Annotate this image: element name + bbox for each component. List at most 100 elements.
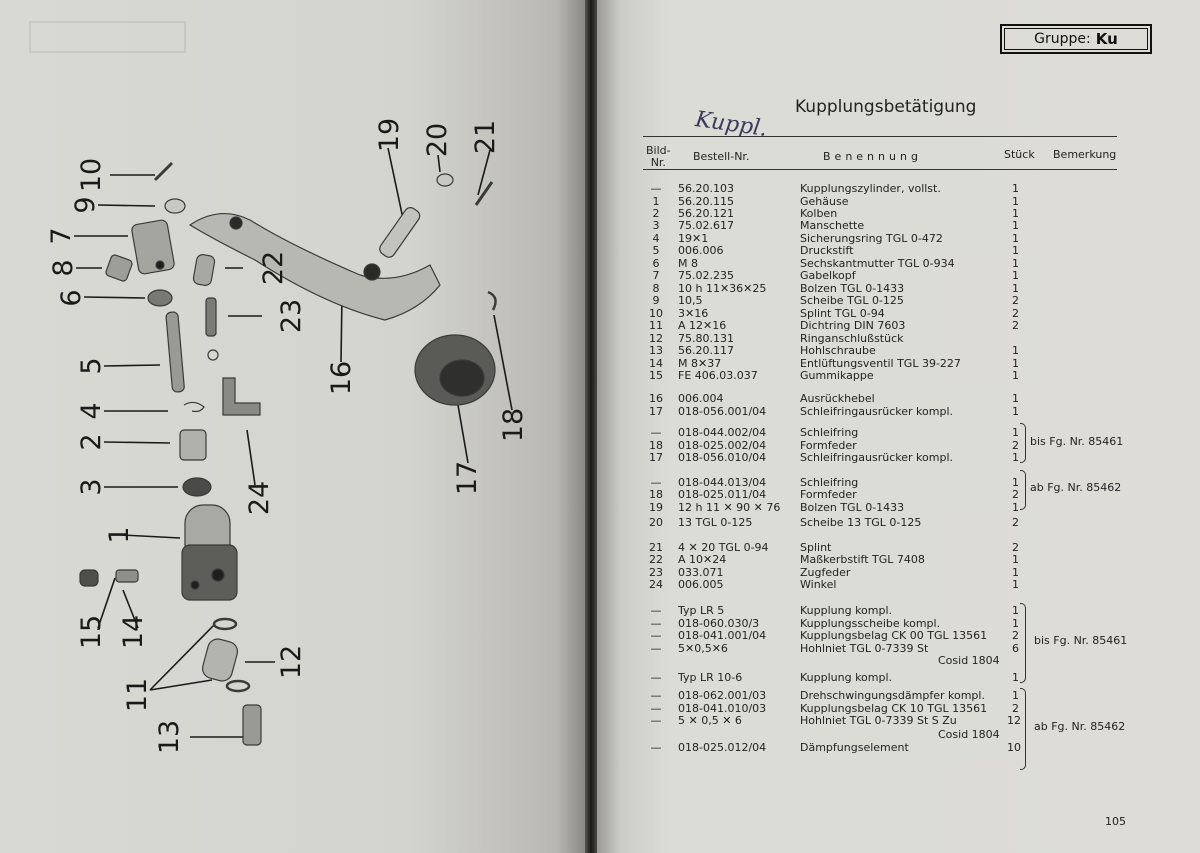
cell-benennung: Splint	[800, 541, 832, 554]
cell-stueck: 1	[1012, 244, 1019, 257]
cell-stueck: 1	[1012, 426, 1019, 439]
cell-benennung: Zugfeder	[800, 566, 851, 579]
cell-stueck: 2	[1012, 319, 1019, 332]
cell-stueck: 1	[1012, 578, 1019, 591]
cell-bild: 17	[649, 405, 663, 418]
cell-bestell-nr: 10 h 11✕36✕25	[678, 282, 767, 295]
cell-bild: —	[650, 617, 662, 630]
cell-stueck: 1	[1012, 451, 1019, 464]
cell-bild: 1	[652, 195, 660, 208]
cell-benennung: Hohlniet TGL 0-7339 St	[800, 642, 929, 655]
cell-bild: 16	[649, 392, 663, 405]
fig-label-14: 14	[118, 615, 149, 649]
cell-bestell-nr: 018-060.030/3	[678, 617, 760, 630]
cell-bild: 15	[649, 369, 663, 382]
cell-benennung: Hohlschraube	[800, 344, 876, 357]
cell-bestell-nr: 12 h 11 ✕ 90 ✕ 76	[678, 501, 781, 514]
cell-benennung: Winkel	[800, 578, 837, 591]
header-stueck: Stück	[1004, 148, 1035, 161]
cell-benennung: Bolzen TGL 0-1433	[800, 282, 905, 295]
cell-bestell-nr: Typ LR 10-6	[678, 671, 743, 684]
cell-bestell-nr: 5✕0,5✕6	[678, 642, 728, 655]
cell-bild: 3	[652, 219, 660, 232]
cell-bild: —	[650, 604, 662, 617]
cell-benennung: Ausrückhebel	[800, 392, 875, 405]
cell-bild: —	[650, 741, 662, 754]
cell-benennung: Formfeder	[800, 488, 857, 501]
fig-label-5: 5	[76, 357, 107, 374]
cell-benennung: Scheibe 13 TGL 0-125	[800, 516, 922, 529]
cell-bild: —	[650, 714, 662, 727]
cell-stueck: 1	[1012, 182, 1019, 195]
header-bemerkung: Bemerkung	[1053, 148, 1117, 161]
cell-bestell-nr: 75.02.617	[678, 219, 734, 232]
cell-benennung: Formfeder	[800, 439, 857, 452]
fig-label-23: 23	[276, 299, 307, 333]
cell-bestell-nr: 006.006	[678, 244, 724, 257]
cell-benennung: Schleifringausrücker kompl.	[800, 451, 953, 464]
cell-bild: 10	[649, 307, 663, 320]
cell-bild: 6	[652, 257, 660, 270]
remark-brace-1	[1020, 423, 1026, 463]
cell-benennung: Entlüftungsventil TGL 39-227	[800, 357, 961, 370]
fig-label-17: 17	[452, 461, 483, 495]
cell-bild: —	[650, 671, 662, 684]
group-box: Gruppe: Ku	[1000, 24, 1152, 54]
cell-benennung: Ringanschlußstück	[800, 332, 904, 345]
cell-bestell-nr: 19✕1	[678, 232, 709, 245]
cell-stueck: 1	[1012, 553, 1019, 566]
cell-stueck: 12	[1007, 714, 1021, 727]
remark-2: ab Fg. Nr. 85462	[1030, 481, 1122, 494]
cell-bestell-nr: 018-056.010/04	[678, 451, 767, 464]
cell-stueck: 1	[1012, 501, 1019, 514]
fig-label-8: 8	[48, 259, 79, 276]
cell-stueck: 1	[1012, 207, 1019, 220]
fig-label-18: 18	[498, 408, 529, 442]
cell-benennung: Kupplungsbelag CK 10 TGL 13561	[800, 702, 988, 715]
cell-stueck: 2	[1012, 516, 1019, 529]
cell-benennung: Kupplungsscheibe kompl.	[800, 617, 941, 630]
cell-bestell-nr: 56.20.103	[678, 182, 734, 195]
group-value: Ku	[1095, 30, 1118, 48]
cell-benennung: Schleifring	[800, 476, 859, 489]
cell-benennung: Kupplung kompl.	[800, 604, 893, 617]
cell-stueck: 1	[1012, 257, 1019, 270]
cell-stueck: 1	[1012, 357, 1019, 370]
cell-benennung: Schleifringausrücker kompl.	[800, 405, 953, 418]
cell-benennung: Splint TGL 0-94	[800, 307, 885, 320]
cell-stueck: 1	[1012, 604, 1019, 617]
cell-benennung: Kupplungsbelag CK 00 TGL 13561	[800, 629, 988, 642]
cell-bild: 2	[652, 207, 660, 220]
cell-stueck: 1	[1012, 617, 1019, 630]
fig-label-9: 9	[70, 196, 101, 213]
fig-label-3: 3	[76, 478, 107, 495]
cell-bestell-nr: 56.20.115	[678, 195, 734, 208]
header-bestell-nr: Bestell-Nr.	[693, 150, 750, 163]
cell-bild: 18	[649, 439, 663, 452]
remark-3: bis Fg. Nr. 85461	[1034, 634, 1128, 647]
cell-benennung: Dichtring DIN 7603	[800, 319, 906, 332]
cell-bestell-nr: 006.004	[678, 392, 724, 405]
header-bild-line1: Bild-	[646, 144, 671, 157]
cell-stueck: 1	[1012, 269, 1019, 282]
cell-stueck: 1	[1012, 476, 1019, 489]
header-bild-line2: Nr.	[650, 156, 666, 169]
cell-stueck: 2	[1012, 294, 1019, 307]
